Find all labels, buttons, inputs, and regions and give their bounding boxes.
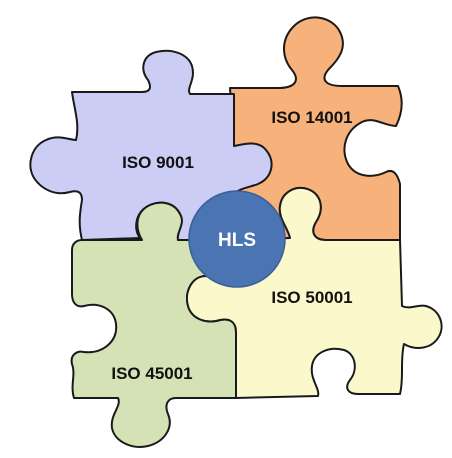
hls-hub-circle xyxy=(188,190,286,288)
iso-14001-label: ISO 14001 xyxy=(271,108,352,127)
iso-9001-label: ISO 9001 xyxy=(122,153,194,172)
iso-50001-label: ISO 50001 xyxy=(271,288,352,307)
hls-label: HLS xyxy=(218,230,256,251)
iso-45001-label: ISO 45001 xyxy=(111,364,192,383)
